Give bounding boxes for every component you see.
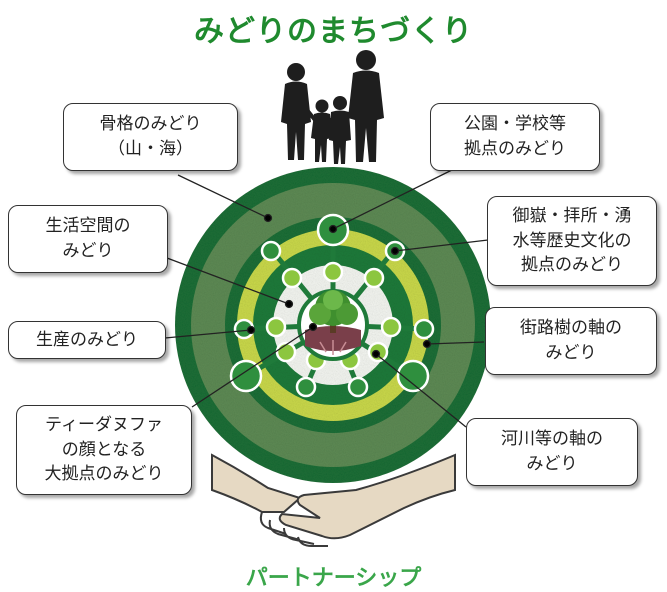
label-tida-nufa-green: ティーダヌファ の顔となる 大拠点のみどり	[16, 405, 192, 495]
node-left-inner	[275, 341, 297, 363]
leader-lines	[164, 165, 489, 428]
node-top-inner	[322, 261, 344, 283]
historic-node-8	[380, 316, 402, 338]
historic-node-2	[281, 267, 303, 289]
label-street-trees-green: 街路樹の軸の みどり	[485, 307, 657, 375]
family-silhouette-icon	[281, 50, 384, 164]
child-figure-left	[311, 99, 332, 162]
historic-node-1	[260, 240, 282, 262]
historic-node-4	[363, 267, 385, 289]
tree-icon	[297, 289, 369, 361]
partnership-caption: パートナーシップ	[245, 566, 422, 591]
label-production-green: 生産のみどり	[8, 321, 166, 359]
label-river-green: 河川等の軸の みどり	[466, 418, 638, 486]
page-title: みどりのまちづくり	[194, 14, 473, 49]
label-park-school-green: 公園・学校等 拠点のみどり	[430, 103, 600, 171]
historic-node-11	[347, 376, 369, 398]
park-node-right	[396, 359, 430, 393]
label-skeleton-green: 骨格のみどり （山・海）	[63, 103, 238, 171]
handshake-icon	[211, 453, 456, 547]
label-living-space-green: 生活空間の みどり	[8, 205, 168, 273]
park-node-left	[229, 359, 263, 393]
historic-node-7	[413, 318, 435, 340]
historic-node-6	[265, 316, 287, 338]
joined-hands	[305, 108, 358, 125]
adult-figure-right	[348, 50, 384, 162]
label-historic-green: 御嶽・拝所・湧 水等歴史文化の 拠点のみどり	[487, 196, 657, 286]
adult-figure-left	[281, 63, 311, 160]
historic-node-9	[295, 376, 317, 398]
child-figure-right	[329, 96, 351, 164]
